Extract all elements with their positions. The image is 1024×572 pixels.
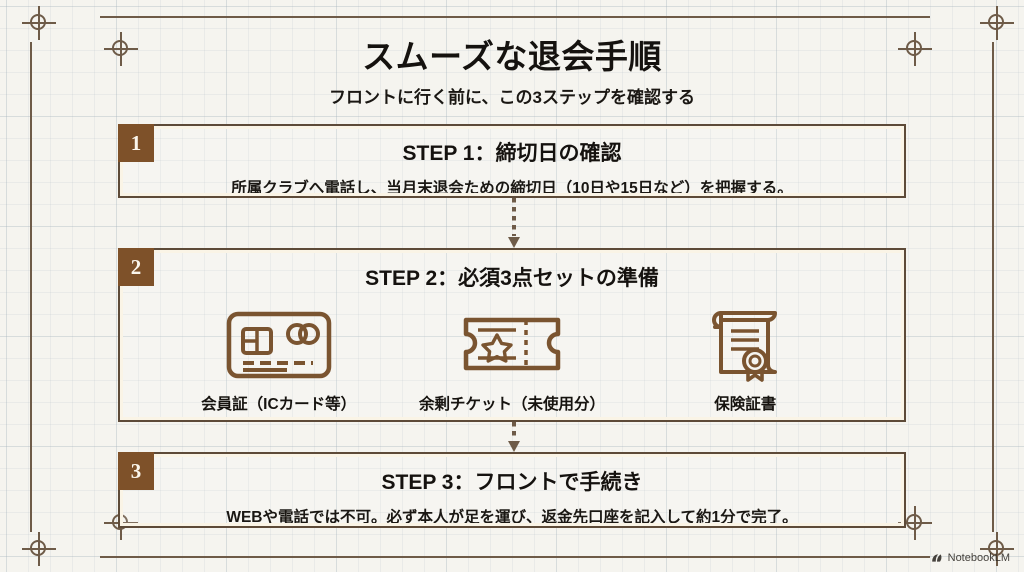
step-title-3: STEP 3：フロントで手続き <box>381 471 643 494</box>
crosshair-mark-bottom-right-inner <box>898 506 932 540</box>
ticket-icon <box>458 308 566 382</box>
ic-card-icon <box>225 308 333 382</box>
step-description-1: 所属クラブへ電話し、当月末退会ための締切日（10日や15日など）を把握する。 <box>231 180 793 197</box>
crosshair-mark-top-right-inner <box>898 32 932 66</box>
certificate-icon <box>699 308 791 382</box>
crosshair-mark-bottom-right-outer <box>980 532 1014 566</box>
notebooklm-watermark: NotebookLM <box>931 552 1010 564</box>
page-title: スムーズな退会手順 <box>362 38 662 75</box>
required-item-label-certificate: 保険証書 <box>714 396 777 413</box>
notebooklm-label: NotebookLM <box>947 552 1010 564</box>
crosshair-mark-top-left-inner <box>104 32 138 66</box>
required-items-row: 会員証（ICカード等） 余剰チケット（未使用分） <box>120 308 904 414</box>
required-item-certificate: 保険証書 <box>630 308 860 414</box>
crosshair-mark-top-right-outer <box>980 6 1014 40</box>
required-item-label-ic-card: 会員証（ICカード等） <box>201 396 357 413</box>
step-description-3: WEBや電話では不可。必ず本人が足を運び、返金先口座を記入して約1分で完了。 <box>226 509 798 526</box>
crosshair-mark-top-left-outer <box>22 6 56 40</box>
step-number-badge-3: 3 <box>118 452 154 490</box>
frame-line-left <box>30 42 32 532</box>
frame-line-bottom <box>100 556 930 558</box>
required-item-label-ticket: 余剰チケット（未使用分） <box>418 396 605 413</box>
step-number-badge-2: 2 <box>118 248 154 286</box>
required-item-ticket: 余剰チケット（未使用分） <box>397 308 627 414</box>
crosshair-mark-bottom-left-inner <box>104 506 138 540</box>
step-title-1: STEP 1：締切日の確認 <box>402 142 622 165</box>
step-card-3: 3 STEP 3：フロントで手続き WEBや電話では不可。必ず本人が足を運び、返… <box>118 452 906 528</box>
notebooklm-logo-icon <box>931 552 943 564</box>
connector-arrow-2-to-3 <box>508 422 520 452</box>
page-subtitle: フロントに行く前に、この3ステップを確認する <box>329 88 695 107</box>
step-number-badge-1: 1 <box>118 124 154 162</box>
frame-line-right <box>992 42 994 532</box>
connector-arrow-1-to-2 <box>508 198 520 248</box>
step-title-2: STEP 2：必須3点セットの準備 <box>365 267 659 290</box>
step-card-2: 2 STEP 2：必須3点セットの準備 会員証（ICカード等 <box>118 248 906 422</box>
step-card-1: 1 STEP 1：締切日の確認 所属クラブへ電話し、当月末退会ための締切日（10… <box>118 124 906 198</box>
crosshair-mark-bottom-left-outer <box>22 532 56 566</box>
required-item-ic-card: 会員証（ICカード等） <box>164 308 394 414</box>
frame-line-top <box>100 16 930 18</box>
